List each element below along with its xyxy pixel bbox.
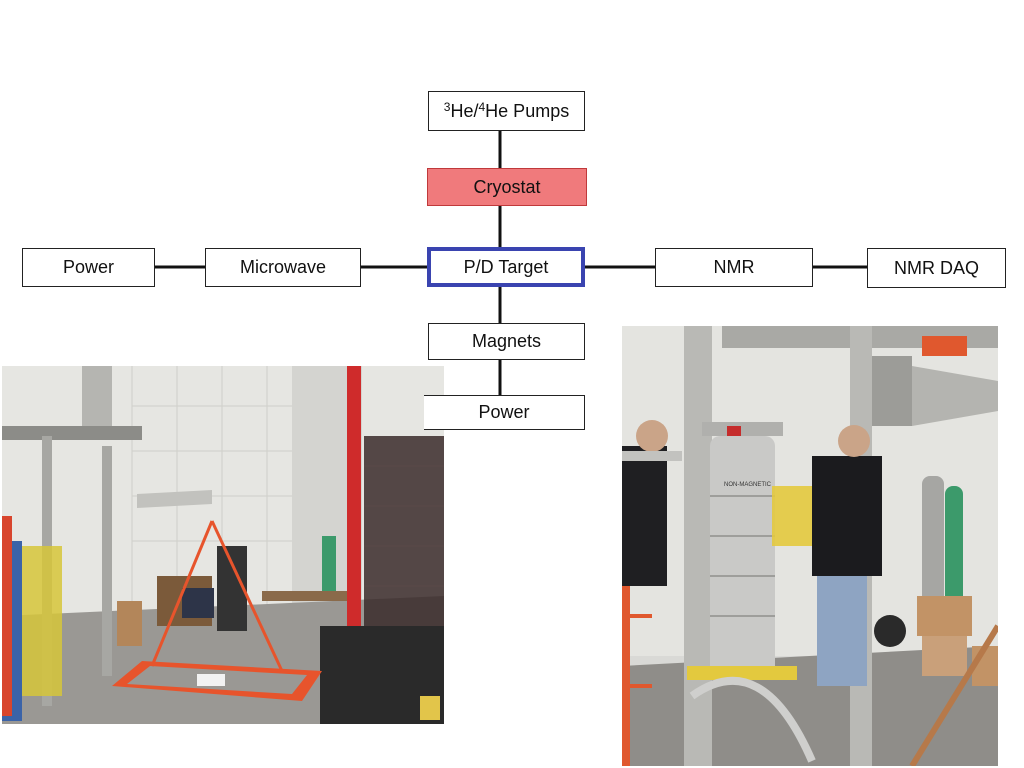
nmr-label: NMR: [713, 257, 755, 277]
photo-dewar-illustration: NON-MAGNETIC: [622, 326, 998, 766]
power-bottom-box: Power: [424, 395, 585, 430]
nmr-box: NMR: [655, 248, 813, 287]
nmr-daq-box: NMR DAQ: [867, 248, 1006, 288]
cryostat-label: Cryostat: [473, 176, 541, 197]
photo-lab-frame-illustration: [2, 366, 444, 724]
cryostat-box: Cryostat: [427, 168, 587, 206]
photo-dewar: NON-MAGNETIC: [622, 326, 998, 766]
photo-lab-frame: [2, 366, 444, 724]
dewar-label: NON-MAGNETIC: [724, 482, 772, 488]
power-left-box: Power: [22, 248, 155, 287]
power-left-label: Power: [62, 257, 115, 277]
target-box: P/D Target: [427, 247, 585, 287]
magnets-label: Magnets: [471, 331, 542, 351]
magnets-box: Magnets: [428, 323, 585, 360]
microwave-label: Microwave: [239, 257, 327, 277]
pumps-box: 3He/4He Pumps: [428, 91, 585, 131]
pumps-label: 3He/4He Pumps: [443, 99, 570, 121]
power-bottom-label: Power: [478, 402, 530, 422]
microwave-box: Microwave: [205, 248, 361, 287]
nmr-daq-label: NMR DAQ: [894, 257, 979, 278]
target-label: P/D Target: [463, 256, 549, 277]
